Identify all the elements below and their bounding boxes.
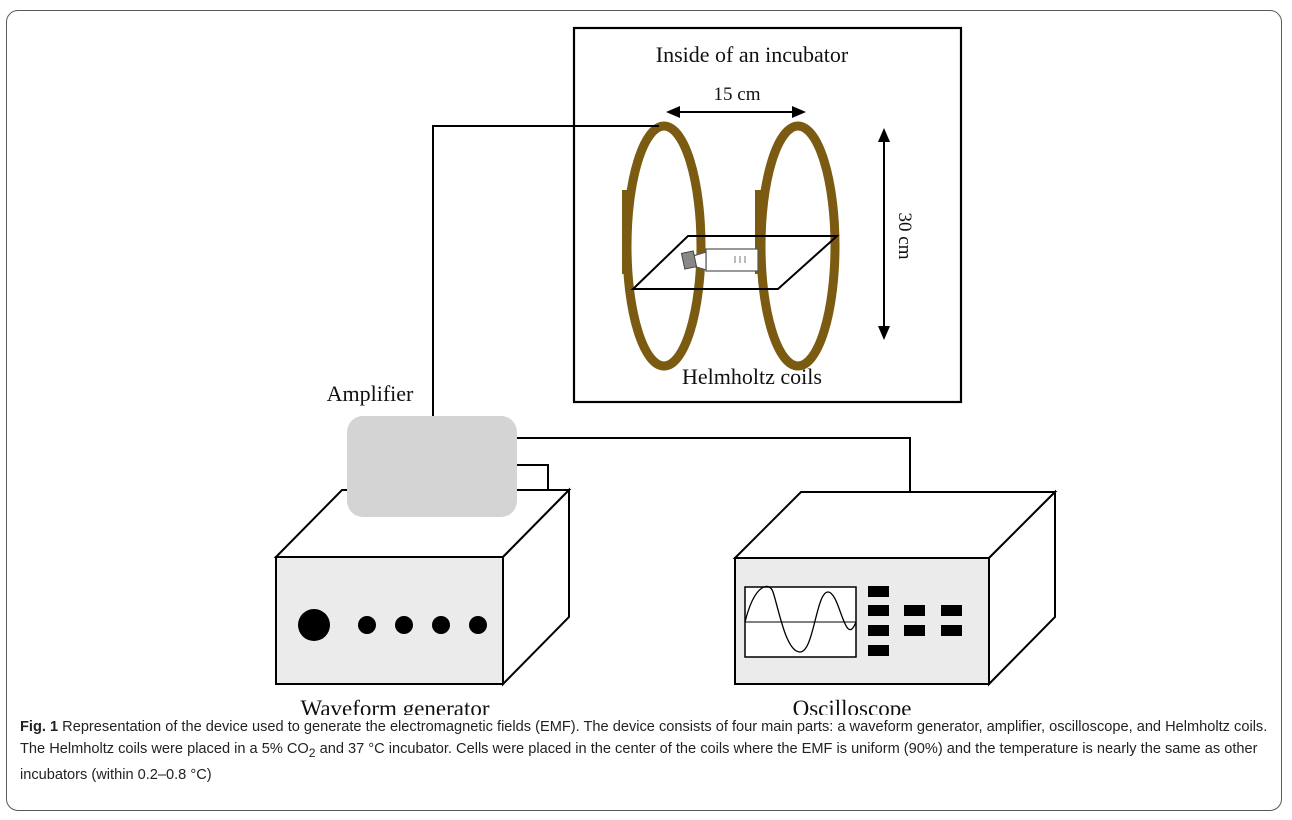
- amplifier: [347, 416, 517, 517]
- oscilloscope-label: Oscilloscope: [793, 696, 912, 715]
- coil-cable: [432, 125, 659, 416]
- oscilloscope-buttons: [868, 586, 962, 656]
- waveform-generator-label: Waveform generator: [300, 696, 489, 715]
- generator-knob: [395, 616, 413, 634]
- left-helmholtz-coil: [622, 121, 706, 371]
- figure-frame: [6, 10, 1282, 811]
- right-helmholtz-coil: [756, 121, 840, 371]
- generator-cable: [515, 464, 549, 492]
- waveform-generator: [273, 487, 572, 687]
- diameter-label: 30 cm: [894, 213, 915, 260]
- incubator-label: Inside of an incubator: [656, 42, 849, 67]
- cell-platform: [630, 235, 840, 290]
- generator-knob: [358, 616, 376, 634]
- caption-text-end: and 37 °C incubator. Cells were placed i…: [20, 741, 1258, 783]
- culture-flask: [680, 248, 759, 272]
- generator-knob: [469, 616, 487, 634]
- caption-subscript: 2: [308, 745, 316, 760]
- oscilloscope: [732, 489, 1058, 687]
- diameter-arrow: [878, 128, 890, 340]
- generator-main-knob: [298, 609, 330, 641]
- emf-device-diagram: Inside of an incubator 15 cm 30 cm Helmh…: [273, 26, 1058, 715]
- caption-text: Representation of the device used to gen…: [20, 719, 1268, 757]
- scope-cable: [515, 437, 911, 492]
- amplifier-label: Amplifier: [327, 381, 414, 406]
- coils-label: Helmholtz coils: [682, 364, 822, 389]
- spacing-arrow: [666, 106, 806, 118]
- incubator-box: [572, 26, 963, 404]
- figure-number: Fig. 1: [20, 719, 59, 735]
- figure-caption: Fig. 1 Representation of the device used…: [20, 716, 1270, 786]
- sine-wave: [744, 585, 857, 653]
- generator-knob: [432, 616, 450, 634]
- spacing-label: 15 cm: [714, 84, 761, 105]
